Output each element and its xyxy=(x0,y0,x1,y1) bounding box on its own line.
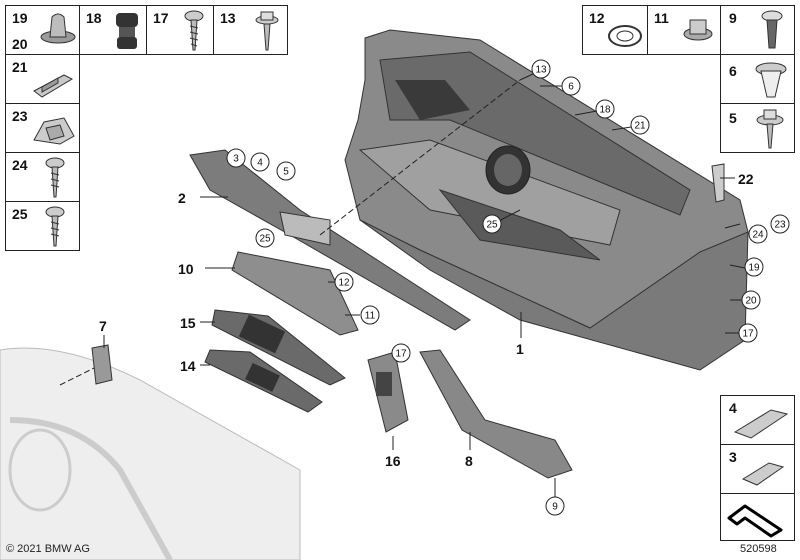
screw-with-washer-icon xyxy=(756,109,784,149)
circled-callout-25: 25 xyxy=(259,234,271,245)
circled-callout-5: 5 xyxy=(283,167,289,178)
callout-15: 15 xyxy=(180,315,196,331)
circled-callout-24: 24 xyxy=(752,230,764,241)
grid-cell-19-20[interactable]: 19 20 xyxy=(5,5,80,55)
push-rivet-icon xyxy=(761,10,783,49)
circled-callout-17: 17 xyxy=(742,329,754,340)
part-number-23: 23 xyxy=(12,108,28,124)
grid-cell-11[interactable]: 11 xyxy=(647,5,721,55)
grid-cell-6[interactable]: 6 xyxy=(720,54,795,104)
part-number-4: 4 xyxy=(729,400,737,416)
grid-cell-12[interactable]: 12 xyxy=(582,5,648,55)
part-number-20: 20 xyxy=(12,36,28,52)
grid-cell-5[interactable]: 5 xyxy=(720,103,795,153)
circled-callout-21: 21 xyxy=(634,121,646,132)
part-number-11: 11 xyxy=(654,10,669,26)
callout-10: 10 xyxy=(178,261,194,277)
circled-callout-9: 9 xyxy=(552,502,558,513)
part-number-5: 5 xyxy=(729,110,737,126)
grid-cell-25[interactable]: 25 xyxy=(5,201,80,251)
circled-callout-6: 6 xyxy=(568,82,574,93)
diagram-number: 520598 xyxy=(740,543,777,555)
callout-14: 14 xyxy=(180,358,196,374)
part-number-12: 12 xyxy=(589,10,605,26)
grid-cell-17[interactable]: 17 xyxy=(146,5,214,55)
screw-icon xyxy=(45,157,65,198)
callout-16: 16 xyxy=(385,453,401,469)
callout-22: 22 xyxy=(738,171,754,187)
circled-callout-18: 18 xyxy=(599,105,611,116)
clip-plate-icon xyxy=(741,462,785,486)
copyright-text: © 2021 BMW AG xyxy=(6,543,90,555)
callout-2: 2 xyxy=(178,190,186,206)
nut-icon xyxy=(683,19,713,41)
screw-icon xyxy=(184,10,204,51)
grid-cell-9[interactable]: 9 xyxy=(720,5,795,55)
grid-cell-4[interactable]: 4 xyxy=(720,395,795,445)
grommet-icon xyxy=(116,13,138,49)
circled-callout-17: 17 xyxy=(395,349,407,360)
grid-cell-18[interactable]: 18 xyxy=(79,5,147,55)
armrest-cover-10 xyxy=(231,251,359,336)
clip-22 xyxy=(711,163,725,203)
door-frame-ghost xyxy=(0,347,301,560)
circled-callout-20: 20 xyxy=(745,296,757,307)
circled-callout-23: 23 xyxy=(774,220,786,231)
pull-handle-8 xyxy=(419,349,573,479)
grid-cell-23[interactable]: 23 xyxy=(5,103,80,153)
circled-callout-12: 12 xyxy=(338,278,350,289)
part-number-17: 17 xyxy=(153,10,169,26)
callout-7: 7 xyxy=(99,318,107,334)
circled-callout-19: 19 xyxy=(748,263,760,274)
part-number-3: 3 xyxy=(729,449,737,465)
orientation-cell[interactable] xyxy=(720,493,795,541)
part-number-18: 18 xyxy=(86,10,102,26)
expanding-clip-icon xyxy=(755,62,787,98)
bracket-clip-icon xyxy=(33,117,75,145)
expanding-rivet-icon xyxy=(40,13,76,44)
part-number-21: 21 xyxy=(12,59,28,75)
circled-callout-13: 13 xyxy=(535,65,547,76)
grid-cell-13[interactable]: 13 xyxy=(213,5,288,55)
clip-icon xyxy=(33,74,74,98)
orientation-arrow-icon xyxy=(727,504,783,538)
circled-callout-25: 25 xyxy=(486,220,498,231)
part-number-24: 24 xyxy=(12,157,28,173)
part-number-13: 13 xyxy=(220,10,236,26)
part-number-25: 25 xyxy=(12,206,28,222)
bracket-icon xyxy=(733,409,789,439)
part-number-9: 9 xyxy=(729,10,737,26)
circled-callout-3: 3 xyxy=(233,154,239,165)
callout-8: 8 xyxy=(465,453,473,469)
callout-1: 1 xyxy=(516,341,524,357)
part-number-19: 19 xyxy=(12,10,28,26)
circled-callout-11: 11 xyxy=(365,311,376,322)
grid-cell-3[interactable]: 3 xyxy=(720,444,795,494)
circled-callout-4: 4 xyxy=(257,158,263,169)
flange-screw-icon xyxy=(255,11,279,51)
screw-icon xyxy=(45,206,65,247)
bracket-7 xyxy=(91,344,113,385)
spring-nut-icon xyxy=(608,25,642,47)
part-number-6: 6 xyxy=(729,63,737,79)
grid-cell-21[interactable]: 21 xyxy=(5,54,80,104)
